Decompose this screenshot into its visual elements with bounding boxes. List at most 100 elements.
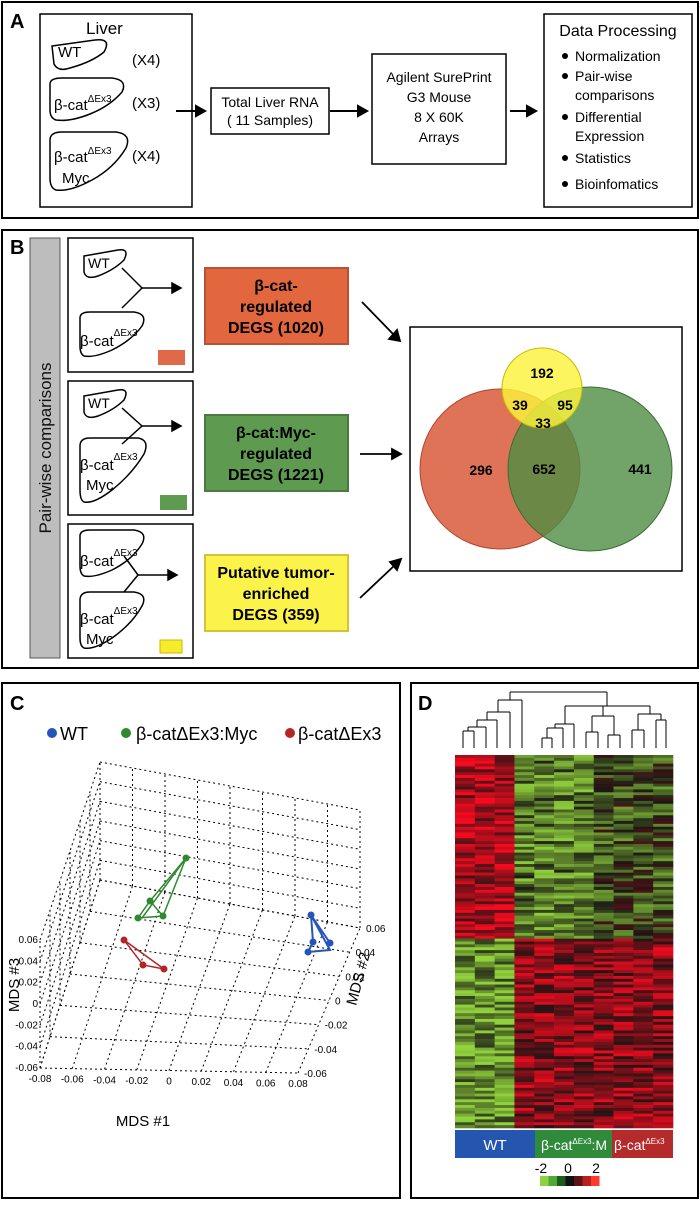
liver-bcat-myc-label-line2: Myc [62, 170, 90, 187]
point-wt [326, 939, 334, 947]
degs-line: β-cat- [254, 278, 298, 295]
array-box [371, 53, 507, 165]
scale-swatch [540, 1176, 549, 1186]
scale-tick: 0 [564, 1160, 572, 1176]
comparison-bottom-label: β-catΔEx3 [80, 328, 138, 350]
tick-label-mds1: 0.06 [256, 1078, 276, 1089]
heatmap [455, 755, 674, 1129]
group-bar-bcat-myc [535, 1130, 612, 1158]
tick-label-mds1: 0.08 [288, 1079, 308, 1090]
degs-line: regulated [240, 446, 312, 463]
tick-label-mds3: -0.04 [15, 1042, 38, 1053]
processing-item: Pair-wise [575, 68, 633, 84]
venn-count-tumor-only: 192 [530, 365, 554, 381]
data-processing-list: Normalization Pair-wise comparisons Diff… [562, 48, 661, 192]
tick-label-mds3: 0 [32, 999, 38, 1010]
tick-label-mds1: -0.02 [125, 1076, 148, 1087]
liver-bcat-myc-count: (X4) [132, 148, 160, 165]
tick-label-mds2: 0.02 [345, 972, 365, 983]
color-scale [540, 1176, 600, 1186]
tick-label-mds2: -0.06 [304, 1069, 327, 1080]
processing-item-cont: comparisons [575, 87, 654, 103]
comparison-color-swatch [160, 495, 187, 510]
total-rna-line2: ( 11 Samples) [227, 112, 313, 128]
scale-tick: 2 [592, 1160, 600, 1176]
liver-bcat-label: β-catΔEx3 [54, 94, 112, 114]
legend-label-bcat-myc: β-catΔEx3:Myc [136, 724, 257, 744]
liver-title: Liver [86, 19, 123, 38]
total-rna-box [210, 87, 330, 135]
scale-swatch [548, 1176, 557, 1186]
scale-tick: -2 [535, 1160, 548, 1176]
group-bar-bcat [612, 1130, 673, 1158]
comparison-color-swatch [159, 639, 183, 654]
scale-swatch [582, 1176, 591, 1186]
panel-c-label: C [10, 693, 24, 715]
degs-line: DEGS (359) [232, 607, 319, 624]
comparison-wt-vs-bcat-myc: WT β-catΔEx3 Myc [67, 380, 194, 516]
group-label-bcat: β-catΔEx3 [614, 1137, 665, 1153]
panel-d: D WT β-catΔEx3:M β-catΔEx3 -2 0 2 [410, 682, 699, 1199]
liver-icon [79, 591, 145, 650]
processing-item: Statistics [575, 150, 631, 166]
liver-wt-label: WT [58, 44, 81, 61]
comparison-bottom-label: β-catΔEx3 [80, 606, 138, 628]
panel-c: C WT β-catΔEx3:Myc β-catΔEx3 [1, 682, 401, 1199]
venn-circle-bcat-myc [507, 386, 673, 552]
point-bcat-myc [159, 912, 167, 920]
venn-count-bcat-and-bcat-myc: 652 [532, 461, 556, 477]
point-bcat [139, 961, 147, 969]
venn-circle-tumor [501, 347, 583, 429]
heatmap-group-bar: WT β-catΔEx3:M β-catΔEx3 [455, 1130, 673, 1158]
axis-label-mds1: MDS #1 [116, 1113, 170, 1130]
liver-bcat-count: (X3) [132, 95, 160, 112]
point-wt [309, 938, 317, 946]
mds-legend: WT β-catΔEx3:Myc β-catΔEx3 [47, 724, 381, 744]
scale-swatch [565, 1176, 574, 1186]
tick-label-mds2: 0 [335, 997, 341, 1008]
dendrogram [462, 691, 667, 748]
scale-swatch [557, 1176, 566, 1186]
axis-label-mds3: MDS #3 [6, 958, 23, 1012]
legend-marker-bcat-myc [121, 728, 131, 738]
venn-count-bcat-and-tumor: 39 [512, 397, 528, 413]
comparison-bottom-label-line2: Myc [86, 477, 114, 494]
tick-label-mds3: -0.02 [15, 1020, 38, 1031]
mds-clusters [120, 854, 334, 973]
array-line2: G3 Mouse [407, 89, 472, 105]
liver-bcat-myc-icon [49, 131, 129, 192]
processing-item-cont: Expression [575, 128, 644, 144]
venn-count-bcat-myc-only: 441 [628, 461, 652, 477]
tick-label-mds1: -0.06 [61, 1075, 84, 1086]
processing-item: Bioinfomatics [575, 176, 658, 192]
liver-icon [79, 311, 145, 358]
total-rna-line1: Total Liver RNA [221, 94, 319, 110]
tick-label-mds3: 0.06 [19, 935, 39, 946]
tick-label-mds1: -0.04 [93, 1075, 116, 1086]
comparison-color-swatch [158, 350, 185, 365]
panel-b: B Pair-wise comparisons WT β-catΔEx3 WT … [1, 229, 699, 669]
mds-3d-grid [39, 761, 361, 1074]
tick-label-mds2: -0.04 [314, 1045, 337, 1056]
degs-line: Putative tumor- [217, 565, 334, 582]
liver-bcat-myc-label: β-catΔEx3 [54, 146, 112, 166]
venn-diagram: 296 441 192 652 39 95 33 [409, 326, 683, 572]
pairwise-sidebar-label: Pair-wise comparisons [36, 363, 55, 534]
liver-wt-count: (X4) [132, 52, 160, 69]
pairwise-sidebar [29, 237, 61, 659]
venn-count-all: 33 [535, 415, 551, 431]
tick-label-mds1: -0.08 [29, 1074, 52, 1085]
point-bcat-myc [134, 914, 142, 922]
array-line3: 8 X 60K [414, 109, 464, 125]
point-bcat [120, 936, 128, 944]
point-bcat-myc [182, 854, 190, 862]
comparison-top-label: β-catΔEx3 [80, 548, 138, 570]
workflow-arrows [176, 104, 539, 118]
tick-label-mds3: -0.06 [15, 1063, 38, 1074]
venn-count-bcat-myc-and-tumor: 95 [557, 397, 573, 413]
tick-label-mds2: 0.06 [366, 924, 386, 935]
venn-count-bcat-only: 296 [469, 462, 493, 478]
data-processing-title: Data Processing [559, 23, 676, 40]
